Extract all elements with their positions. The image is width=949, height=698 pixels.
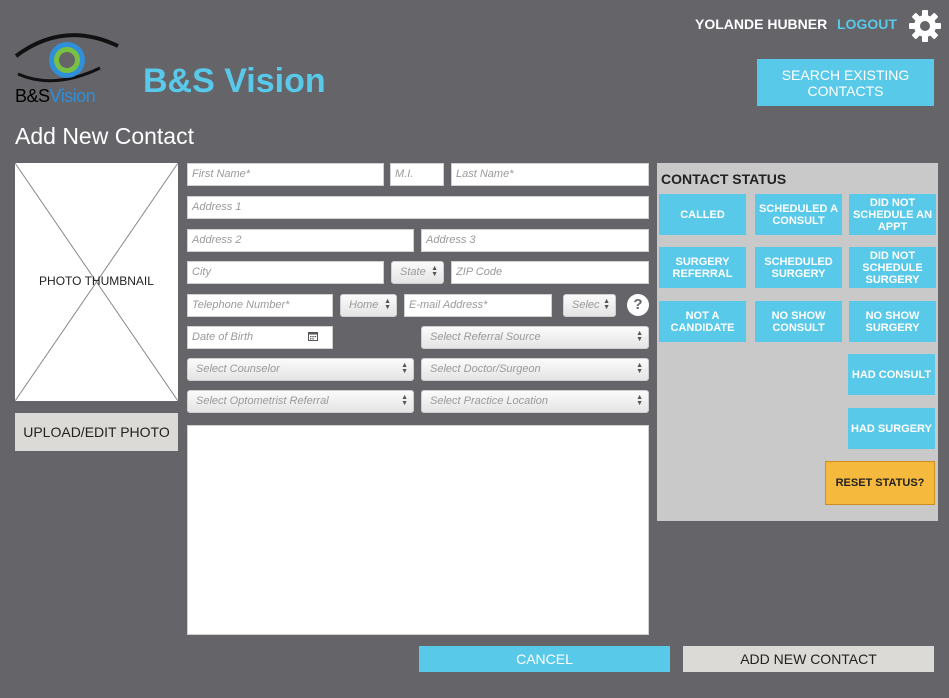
email-input[interactable]: E-mail Address* (404, 294, 552, 317)
status-did-not-schedule-appt-button[interactable]: DID NOT SCHEDULE AN APPT (849, 194, 936, 235)
select-arrows-icon: ▲▼ (401, 394, 408, 407)
reset-status-button[interactable]: RESET STATUS? (825, 461, 935, 505)
eye-logo-icon (14, 33, 119, 83)
phone-type-label: Home (349, 299, 379, 311)
doctor-label: Select Doctor/Surgeon (430, 363, 541, 375)
address2-input[interactable]: Address 2 (187, 229, 414, 252)
gear-icon[interactable] (908, 9, 942, 43)
status-scheduled-consult-button[interactable]: SCHEDULED A CONSULT (755, 194, 842, 235)
page-title: Add New Contact (15, 123, 194, 149)
email-type-label: Selec (572, 299, 600, 311)
email-type-select[interactable]: Selec ▲▼ (563, 294, 616, 317)
select-arrows-icon: ▲▼ (384, 298, 391, 311)
state-select[interactable]: State ▲▼ (391, 261, 444, 284)
select-arrows-icon: ▲▼ (636, 362, 643, 375)
brand-name: B&S Vision (143, 62, 326, 100)
counselor-label: Select Counselor (196, 363, 280, 375)
logo-text-dark: B&S (15, 86, 50, 106)
doctor-select[interactable]: Select Doctor/Surgeon ▲▼ (421, 358, 649, 381)
practice-location-label: Select Practice Location (430, 395, 549, 407)
phone-input[interactable]: Telephone Number* (187, 294, 333, 317)
date-of-birth-label: Date of Birth (192, 331, 254, 343)
zip-input[interactable]: ZIP Code (451, 261, 649, 284)
status-scheduled-surgery-button[interactable]: SCHEDULED SURGERY (755, 247, 842, 288)
select-arrows-icon: ▲▼ (636, 330, 643, 343)
referral-source-select[interactable]: Select Referral Source ▲▼ (421, 326, 649, 349)
status-had-surgery-button[interactable]: HAD SURGERY (848, 408, 935, 449)
placeholder-cross-icon (15, 163, 178, 401)
photo-thumbnail: PHOTO THUMBNAIL (15, 163, 178, 401)
logo-text-blue: Vision (49, 86, 96, 106)
date-of-birth-input[interactable]: Date of Birth (187, 326, 333, 349)
help-icon[interactable]: ? (627, 294, 649, 316)
city-input[interactable]: City (187, 261, 384, 284)
search-existing-contacts-button[interactable]: SEARCH EXISTING CONTACTS (757, 59, 934, 106)
status-called-button[interactable]: CALLED (659, 194, 746, 235)
optometrist-label: Select Optometrist Referral (196, 395, 329, 407)
status-not-candidate-button[interactable]: NOT A CANDIDATE (659, 301, 746, 342)
calendar-icon[interactable] (308, 331, 318, 341)
status-had-consult-button[interactable]: HAD CONSULT (848, 354, 935, 395)
optometrist-select[interactable]: Select Optometrist Referral ▲▼ (187, 390, 414, 413)
address3-input[interactable]: Address 3 (421, 229, 649, 252)
select-arrows-icon: ▲▼ (431, 265, 438, 278)
select-arrows-icon: ▲▼ (401, 362, 408, 375)
status-did-not-schedule-surgery-button[interactable]: DID NOT SCHEDULE SURGERY (849, 247, 936, 288)
contact-status-title: CONTACT STATUS (661, 171, 787, 187)
status-surgery-referral-button[interactable]: SURGERY REFERRAL (659, 247, 746, 288)
status-no-show-surgery-button[interactable]: NO SHOW SURGERY (849, 301, 936, 342)
select-arrows-icon: ▲▼ (636, 394, 643, 407)
status-no-show-consult-button[interactable]: NO SHOW CONSULT (755, 301, 842, 342)
logo-text: B&SVision (15, 86, 96, 107)
photo-thumbnail-label: PHOTO THUMBNAIL (39, 274, 154, 288)
logout-link[interactable]: LOGOUT (837, 16, 897, 32)
add-new-contact-button[interactable]: ADD NEW CONTACT (683, 646, 934, 672)
phone-type-select[interactable]: Home ▲▼ (340, 294, 397, 317)
middle-initial-input[interactable]: M.I. (390, 163, 444, 186)
referral-source-label: Select Referral Source (430, 331, 541, 343)
practice-location-select[interactable]: Select Practice Location ▲▼ (421, 390, 649, 413)
last-name-input[interactable]: Last Name* (451, 163, 649, 186)
select-arrows-icon: ▲▼ (603, 298, 610, 311)
state-select-label: State (400, 266, 426, 278)
user-name: YOLANDE HUBNER (695, 16, 828, 32)
address1-input[interactable]: Address 1 (187, 196, 649, 219)
first-name-input[interactable]: First Name* (187, 163, 384, 186)
notes-textarea[interactable] (187, 425, 649, 635)
counselor-select[interactable]: Select Counselor ▲▼ (187, 358, 414, 381)
upload-edit-photo-button[interactable]: UPLOAD/EDIT PHOTO (15, 413, 178, 451)
cancel-button[interactable]: CANCEL (419, 646, 670, 672)
